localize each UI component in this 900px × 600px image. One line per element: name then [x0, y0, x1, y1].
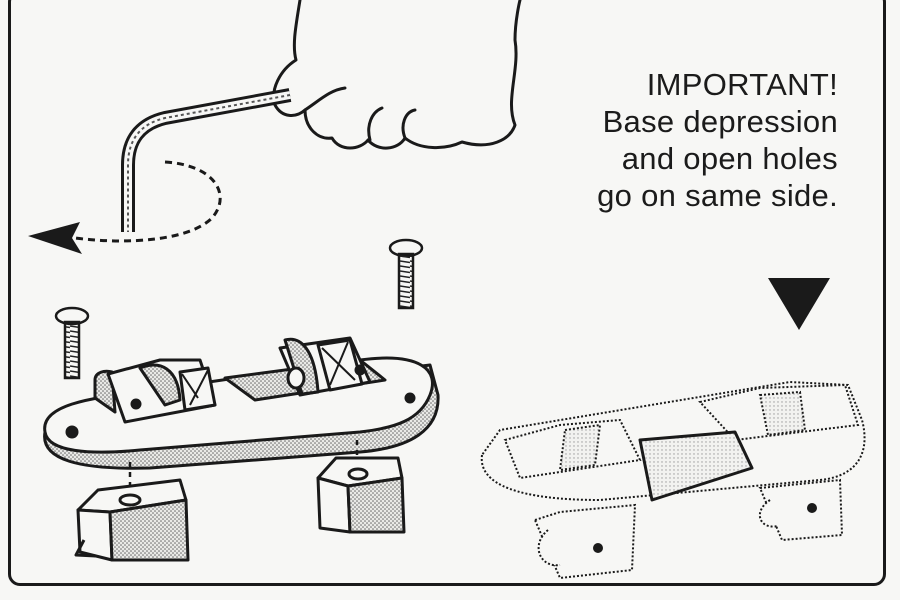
important-notice: IMPORTANT! Base depression and open hole…	[597, 66, 838, 214]
screw-icon	[54, 306, 90, 380]
screw-icon	[388, 238, 424, 310]
notice-heading: IMPORTANT!	[646, 67, 838, 102]
base-depression	[638, 430, 754, 502]
left-base-assembly	[43, 336, 440, 470]
down-triangle-icon	[768, 278, 830, 330]
hole-dot	[807, 503, 817, 513]
notice-line-2: and open holes	[621, 141, 838, 176]
panel-border	[8, 0, 886, 586]
rotation-arrow-icon	[28, 160, 222, 254]
clamp-right	[316, 456, 406, 534]
hex-key-icon	[121, 88, 292, 232]
hand-icon	[272, 0, 522, 150]
notice-line-3: go on same side.	[597, 178, 838, 213]
notice-line-1: Base depression	[602, 104, 838, 139]
clamp-left	[74, 478, 190, 562]
hole-dot	[593, 543, 603, 553]
